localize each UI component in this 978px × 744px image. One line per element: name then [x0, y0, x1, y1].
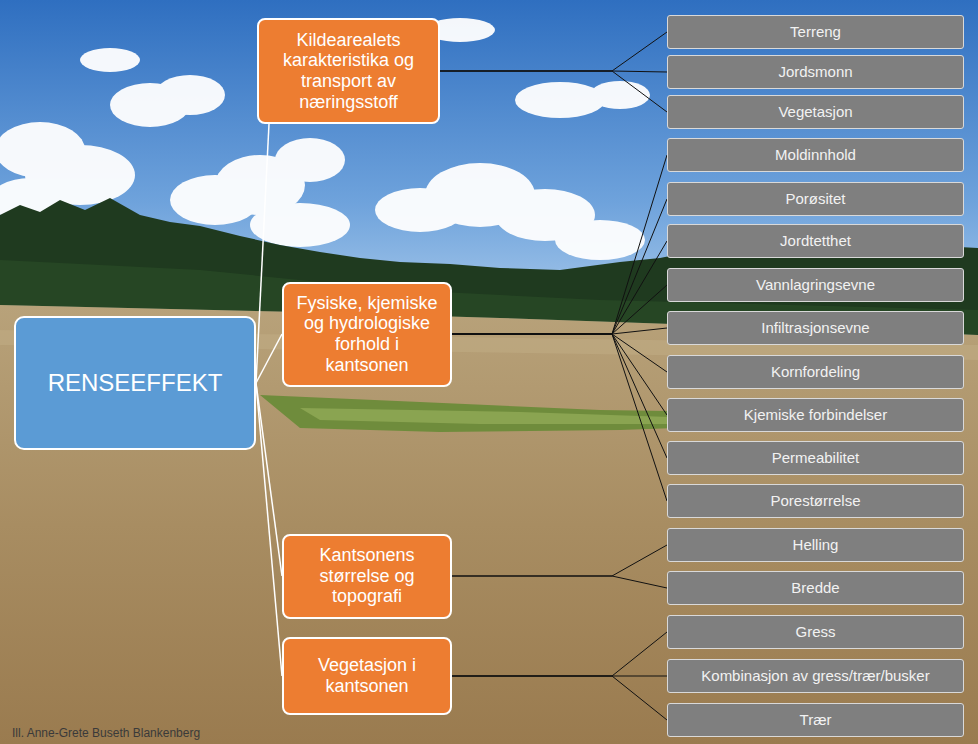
node-label: Bredde: [791, 579, 839, 596]
node-label: Infiltrasjonsevne: [761, 319, 869, 336]
node-label: Kantsonens størrelse og topografi: [292, 545, 442, 607]
connector-line: [440, 71, 667, 72]
connector-line: [440, 32, 667, 71]
node-label: Jordtetthet: [780, 232, 851, 249]
connector-line: [452, 155, 667, 334]
node-label: Vegetasjon: [778, 103, 852, 120]
factor-box: Vannlagringsevne: [667, 268, 964, 302]
connector-line: [440, 71, 667, 112]
category-box: Vegetasjon i kantsonen: [282, 637, 452, 715]
node-label: Permeabilitet: [772, 449, 860, 466]
node-label: Jordsmonn: [778, 63, 852, 80]
connector-line: [256, 124, 269, 383]
factor-box: Infiltrasjonsevne: [667, 311, 964, 345]
factor-box: Porøsitet: [667, 182, 964, 216]
result-box: RENSEEFFEKT: [14, 316, 256, 450]
connector-line: [452, 334, 667, 501]
node-label: Trær: [800, 711, 832, 728]
connector-line: [256, 383, 282, 576]
factor-box: Porestørrelse: [667, 484, 964, 518]
connector-line: [452, 545, 667, 576]
connector-line: [452, 676, 667, 677]
node-label: Kjemiske forbindelser: [744, 406, 887, 423]
factor-box: Kjemiske forbindelser: [667, 398, 964, 432]
factor-box: Jordtetthet: [667, 224, 964, 258]
connector-line: [452, 285, 667, 334]
node-label: Terreng: [790, 23, 841, 40]
factor-box: Trær: [667, 703, 964, 737]
connector-line: [452, 632, 667, 676]
connector-line: [452, 334, 667, 415]
node-label: Porestørrelse: [770, 492, 860, 509]
factor-box: Bredde: [667, 571, 964, 605]
factor-box: Permeabilitet: [667, 441, 964, 475]
illustration-credit: Ill. Anne-Grete Buseth Blankenberg: [12, 726, 200, 740]
node-label: Kildearealets karakteristika og transpor…: [267, 30, 430, 113]
node-label: RENSEEFFEKT: [48, 369, 223, 397]
node-label: Vegetasjon i kantsonen: [292, 655, 442, 696]
connector-line: [452, 576, 667, 588]
connector-line: [452, 676, 667, 720]
connector-line: [452, 328, 667, 334]
node-label: Moldinnhold: [775, 146, 856, 163]
factor-box: Gress: [667, 615, 964, 649]
category-box: Kildearealets karakteristika og transpor…: [257, 18, 440, 124]
factor-box: Vegetasjon: [667, 95, 964, 129]
connector-line: [452, 241, 667, 334]
connector-line: [452, 199, 667, 334]
connector-line: [256, 334, 282, 383]
node-label: Porøsitet: [785, 190, 845, 207]
node-label: Kombinasjon av gress/trær/busker: [701, 667, 929, 684]
connector-line: [256, 383, 282, 676]
category-box: Fysiske, kjemiske og hydrologiske forhol…: [282, 282, 452, 387]
node-label: Gress: [795, 623, 835, 640]
node-label: Vannlagringsevne: [756, 276, 875, 293]
factor-box: Kombinasjon av gress/trær/busker: [667, 659, 964, 693]
connector-line: [452, 334, 667, 372]
factor-box: Jordsmonn: [667, 55, 964, 89]
category-box: Kantsonens størrelse og topografi: [282, 534, 452, 619]
node-label: Kornfordeling: [771, 363, 860, 380]
factor-box: Kornfordeling: [667, 355, 964, 389]
factor-box: Terreng: [667, 15, 964, 49]
node-label: Fysiske, kjemiske og hydrologiske forhol…: [292, 293, 442, 376]
connector-line: [452, 334, 667, 458]
factor-box: Moldinnhold: [667, 138, 964, 172]
node-label: Helling: [793, 536, 839, 553]
factor-box: Helling: [667, 528, 964, 562]
